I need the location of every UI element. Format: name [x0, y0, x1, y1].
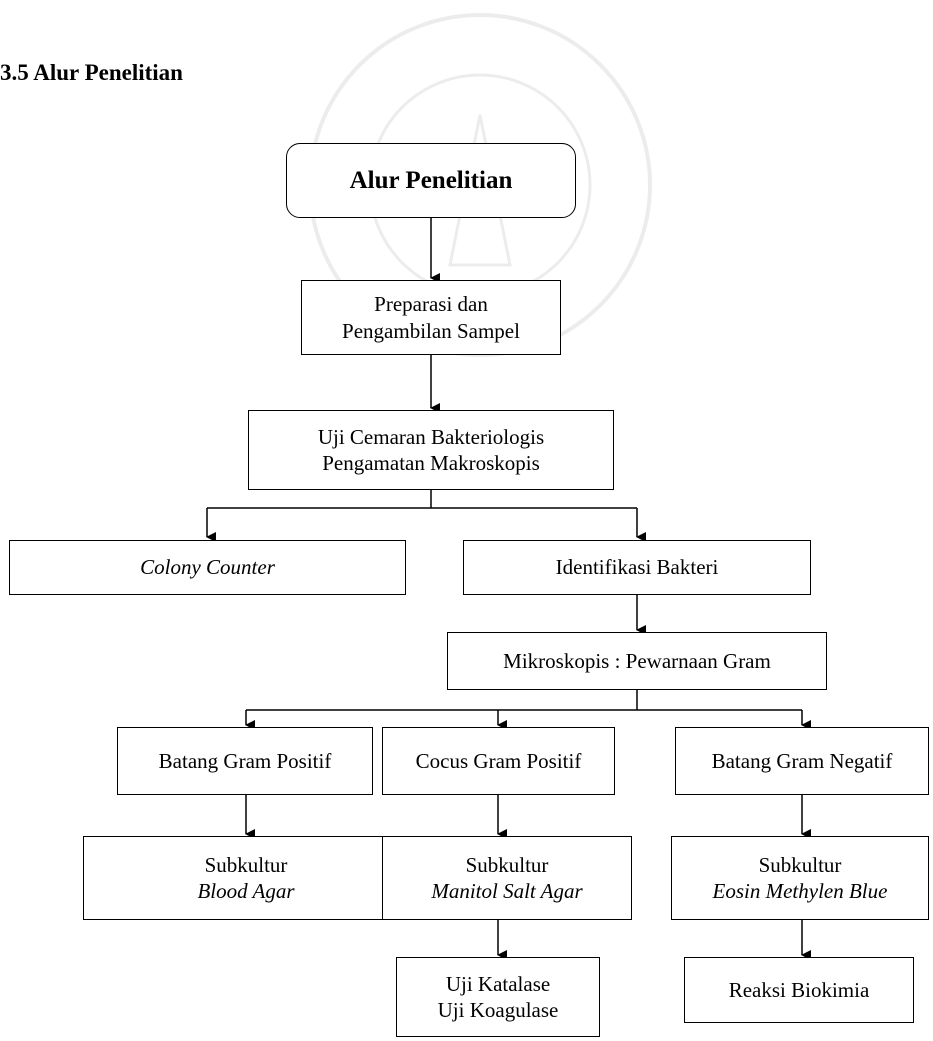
node-uji-katalase: Uji Katalase Uji Koagulase — [396, 957, 600, 1037]
node-alur-penelitian-label: Alur Penelitian — [349, 166, 513, 194]
node-alur-penelitian: Alur Penelitian — [286, 143, 576, 218]
node-uji-cemaran: Uji Cemaran Bakteriologis Pengamatan Mak… — [248, 410, 614, 490]
node-batang-gram-negatif-label: Batang Gram Negatif — [711, 748, 893, 773]
node-uji-cemaran-line2: Pengamatan Makroskopis — [322, 451, 540, 475]
node-batang-gram-positif: Batang Gram Positif — [117, 727, 373, 795]
section-heading: 3.5 Alur Penelitian — [0, 60, 183, 85]
node-subkultur-eosin-line1: Subkultur — [758, 852, 842, 877]
node-colony-counter-label: Colony Counter — [140, 555, 275, 580]
node-colony-counter: Colony Counter — [9, 540, 406, 595]
node-batang-gram-negatif: Batang Gram Negatif — [675, 727, 929, 795]
node-identifikasi: Identifikasi Bakteri — [463, 540, 811, 595]
node-preparasi: Preparasi dan Pengambilan Sampel — [301, 280, 561, 355]
node-uji-cemaran-line1: Uji Cemaran Bakteriologis — [317, 424, 545, 449]
node-mikroskopis: Mikroskopis : Pewarnaan Gram — [447, 632, 827, 690]
node-subkultur-blood-line1: Subkultur — [204, 852, 288, 877]
node-subkultur-manitol-line1: Subkultur — [465, 852, 549, 877]
node-uji-katalase-line1: Uji Katalase — [445, 971, 551, 996]
node-subkultur-manitol-line2: Manitol Salt Agar — [431, 879, 583, 903]
node-uji-katalase-line2: Uji Koagulase — [437, 998, 559, 1022]
node-mikroskopis-label: Mikroskopis : Pewarnaan Gram — [503, 648, 771, 673]
node-reaksi-biokimia: Reaksi Biokimia — [684, 957, 914, 1023]
node-identifikasi-label: Identifikasi Bakteri — [555, 555, 719, 580]
node-subkultur-manitol: Subkultur Manitol Salt Agar — [382, 836, 632, 920]
node-subkultur-eosin-line2: Eosin Methylen Blue — [712, 879, 888, 903]
node-batang-gram-positif-label: Batang Gram Positif — [158, 748, 332, 773]
node-subkultur-blood-line2: Blood Agar — [197, 879, 295, 903]
node-cocus-gram-positif-label: Cocus Gram Positif — [415, 748, 582, 773]
node-preparasi-line2: Pengambilan Sampel — [342, 318, 520, 343]
node-subkultur-eosin: Subkultur Eosin Methylen Blue — [671, 836, 929, 920]
node-reaksi-biokimia-label: Reaksi Biokimia — [728, 977, 870, 1002]
node-cocus-gram-positif: Cocus Gram Positif — [382, 727, 615, 795]
node-subkultur-blood: Subkultur Blood Agar — [83, 836, 409, 920]
node-preparasi-line1: Preparasi dan — [374, 292, 488, 317]
